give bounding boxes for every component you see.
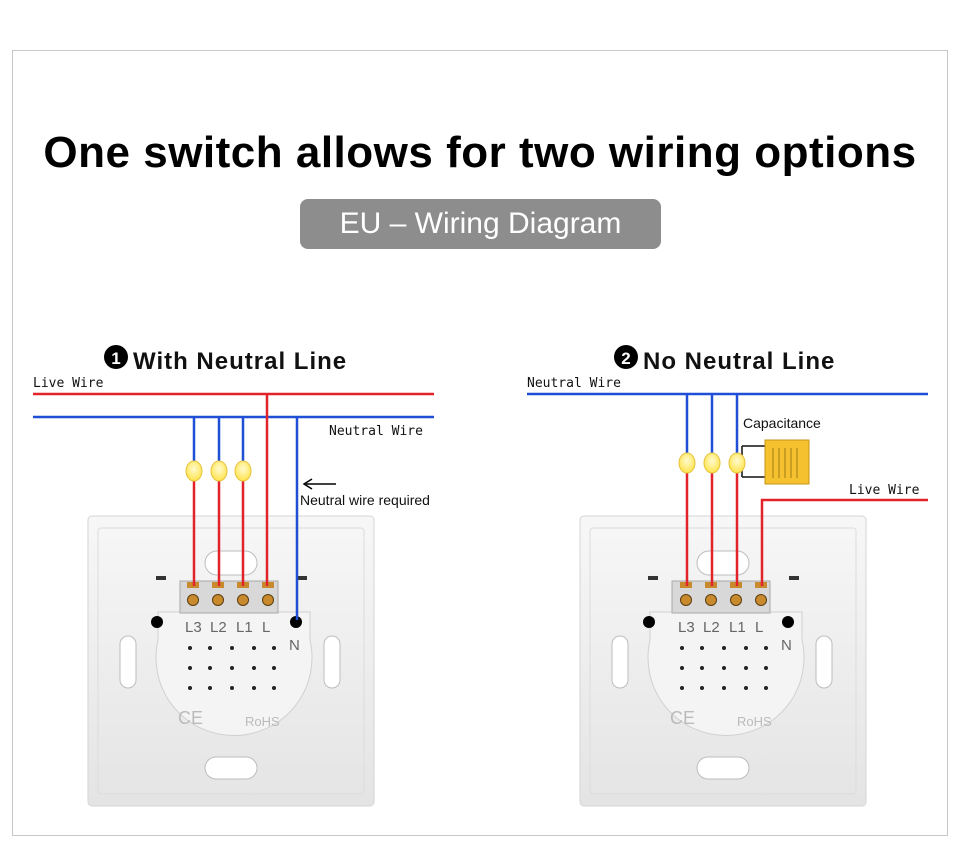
number-badge-2-text: 2 — [621, 349, 630, 368]
number-badge-1 — [104, 345, 128, 369]
neutral-wire-label-2: Neutral Wire — [527, 376, 621, 391]
rohs-mark-2: RoHS — [737, 714, 772, 729]
subtitle-badge: EU – Wiring Diagram — [300, 199, 661, 249]
live-wire-label-1: Live Wire — [33, 376, 104, 391]
terminal-labels-1: L3 L2 L1 L N — [185, 619, 300, 654]
terminal-labels-2: L3 L2 L1 L N — [678, 619, 792, 654]
live-wire-label-2: Live Wire — [849, 483, 920, 498]
vent-holes-2 — [680, 646, 768, 690]
neutral-required-annotation: Neutral wire required — [300, 492, 430, 508]
terminal-label-l: L — [755, 619, 763, 636]
vent-holes-1 — [188, 646, 276, 690]
ce-mark-1: CE — [178, 708, 203, 728]
number-badge-1-text: 1 — [111, 349, 120, 368]
capacitor — [764, 439, 810, 485]
terminal-label-n: N — [781, 637, 792, 654]
rohs-mark-1: RoHS — [245, 714, 280, 729]
panel-2-heading: No Neutral Line — [643, 348, 835, 375]
neutral-wire-label-1: Neutral Wire — [329, 424, 423, 439]
terminal-label-l1: L1 — [729, 619, 746, 636]
terminal-label-l: L — [262, 619, 270, 636]
number-badge-2 — [614, 345, 638, 369]
ce-mark-2: CE — [670, 708, 695, 728]
terminal-label-n: N — [289, 637, 300, 654]
panel-with-neutral: 1 With Neutral Line L3 L2 — [33, 345, 434, 807]
terminal-label-l3: L3 — [678, 619, 695, 636]
switch-body-2 — [647, 611, 805, 736]
terminal-label-l1: L1 — [236, 619, 253, 636]
terminal-label-l2: L2 — [210, 619, 227, 636]
live-wire-line-2 — [760, 498, 928, 586]
panel-no-neutral: 2 No Neutral Line L3 L2 L1 L — [527, 345, 928, 807]
terminal-label-l2: L2 — [703, 619, 720, 636]
diagram-frame — [12, 50, 948, 836]
capacitance-label: Capacitance — [743, 415, 821, 431]
switch-body-1 — [155, 611, 313, 736]
page-title: One switch allows for two wiring options — [43, 128, 917, 177]
panel-1-heading: With Neutral Line — [133, 348, 347, 375]
terminal-label-l3: L3 — [185, 619, 202, 636]
lamps-2 — [678, 452, 746, 474]
lamps-1 — [185, 460, 252, 482]
